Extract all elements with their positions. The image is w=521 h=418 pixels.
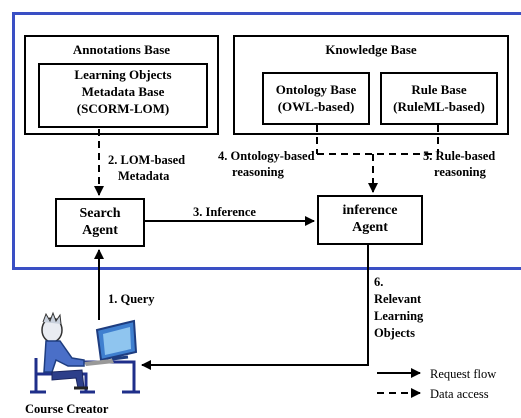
system-boundary-frame <box>12 12 521 270</box>
lom-metadata-base-box <box>38 63 208 128</box>
results-to-creator-arrow <box>141 245 369 370</box>
search-agent-label: Search Agent <box>79 206 121 238</box>
step2-label: 2. LOM-based Metadata <box>108 153 186 183</box>
step3-label: 3. Inference <box>193 205 256 219</box>
knowledge-base-title: Knowledge Base <box>325 42 417 57</box>
search-agent-box <box>55 198 145 247</box>
inference-agent-box <box>317 195 423 245</box>
rule-base-box <box>380 72 498 125</box>
course-creator-label: Course Creator <box>25 402 109 416</box>
lom-metadata-base-label: Learning Objects Metadata Base (SCORM-LO… <box>74 67 172 116</box>
annotations-base-title: Annotations Base <box>72 42 171 57</box>
legend-data-access-label: Data access <box>430 387 489 401</box>
ontology-base-box <box>262 72 370 125</box>
inference-agent-label: inference Agent <box>342 203 398 235</box>
course-creator-icon <box>30 311 140 394</box>
step1-label: 1. Query <box>108 292 155 306</box>
ontology-base-label: Ontology Base (OWL-based) <box>275 82 357 114</box>
step6-label: 6. Relevant Learning Objects <box>374 275 424 340</box>
legend-request-flow-label: Request flow <box>430 367 497 381</box>
rule-base-label: Rule Base (RuleML-based) <box>393 82 485 114</box>
step4-label: 4. Ontology-based reasoning <box>218 149 315 179</box>
step5-label: 5. Rule-based reasoning <box>423 149 496 179</box>
